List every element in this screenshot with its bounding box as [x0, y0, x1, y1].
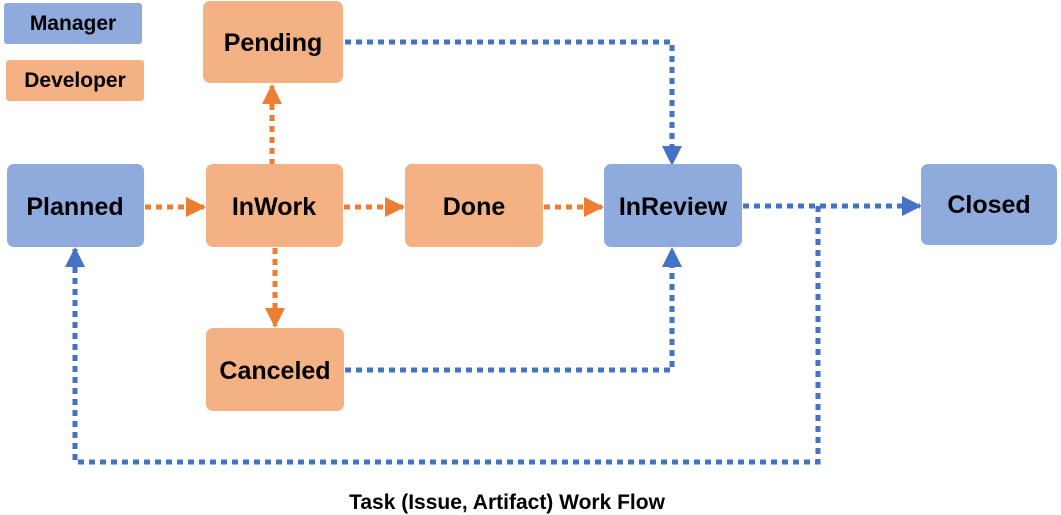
node-canceled-box	[206, 328, 344, 411]
arrow-inreview-to-planned	[65, 206, 821, 465]
node-done: Done	[405, 164, 543, 247]
legend: Manager Developer	[4, 3, 144, 101]
node-planned-box	[7, 164, 144, 247]
node-inwork-box	[206, 164, 343, 247]
legend-manager-label: Manager	[30, 12, 116, 35]
arrow-pending-to-inreview	[345, 39, 682, 166]
manager-transitions	[65, 39, 922, 465]
diagram-caption: Task (Issue, Artifact) Work Flow	[349, 491, 666, 514]
node-canceled-label: Canceled	[219, 357, 330, 385]
node-closed-box	[921, 164, 1057, 245]
node-pending: Pending	[203, 1, 343, 83]
node-done-label: Done	[443, 193, 506, 221]
node-canceled: Canceled	[206, 328, 344, 411]
node-pending-box	[203, 1, 343, 83]
arrow-canceled-to-inreview	[345, 247, 682, 373]
node-closed-label: Closed	[947, 191, 1030, 219]
developer-transitions	[145, 84, 604, 328]
node-closed: Closed	[921, 164, 1057, 245]
legend-developer-label: Developer	[24, 69, 126, 92]
node-inreview-label: InReview	[619, 193, 728, 221]
legend-developer-swatch	[6, 60, 144, 101]
node-done-box	[405, 164, 543, 247]
node-pending-label: Pending	[224, 29, 323, 57]
node-inreview: InReview	[604, 164, 742, 247]
legend-manager-swatch	[4, 3, 142, 44]
node-inwork-label: InWork	[232, 193, 316, 221]
node-planned-label: Planned	[26, 193, 123, 221]
node-planned: Planned	[7, 164, 144, 247]
node-inwork: InWork	[206, 164, 343, 247]
node-inreview-box	[604, 164, 742, 247]
